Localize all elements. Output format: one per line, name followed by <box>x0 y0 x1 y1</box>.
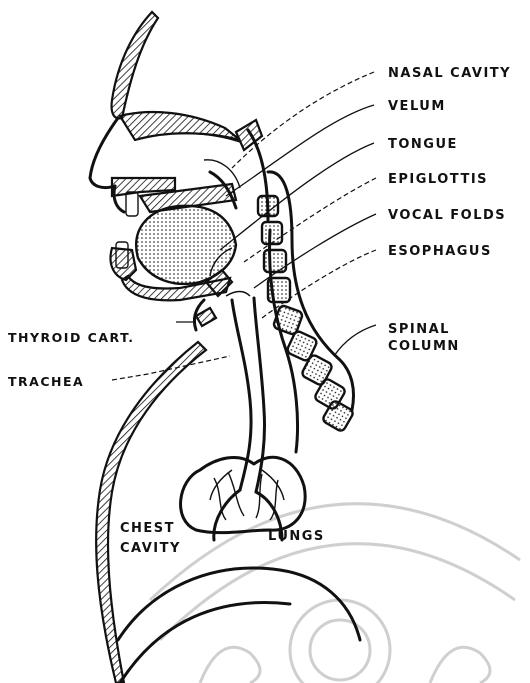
head-profile <box>90 12 268 330</box>
label-lungs: LUNGS <box>268 529 325 544</box>
label-tongue: TONGUE <box>388 137 458 152</box>
label-nasal-cavity: NASAL CAVITY <box>388 66 511 81</box>
label-chest-cavity-line1: CHEST <box>120 521 175 536</box>
label-vocal-folds: VOCAL FOLDS <box>388 208 506 223</box>
label-trachea: TRACHEA <box>8 374 84 389</box>
label-chest-cavity-line2: CAVITY <box>120 541 181 556</box>
label-spinal-column-line2: COLUMN <box>388 339 460 354</box>
label-thyroid-cart: THYROID CART. <box>8 330 134 345</box>
label-spinal-column-line1: SPINAL <box>388 322 450 337</box>
label-epiglottis: EPIGLOTTIS <box>388 172 488 187</box>
spinal-column <box>236 120 354 452</box>
lungs-shape <box>181 457 306 532</box>
label-velum: VELUM <box>388 99 446 114</box>
label-esophagus: ESOPHAGUS <box>388 244 492 259</box>
